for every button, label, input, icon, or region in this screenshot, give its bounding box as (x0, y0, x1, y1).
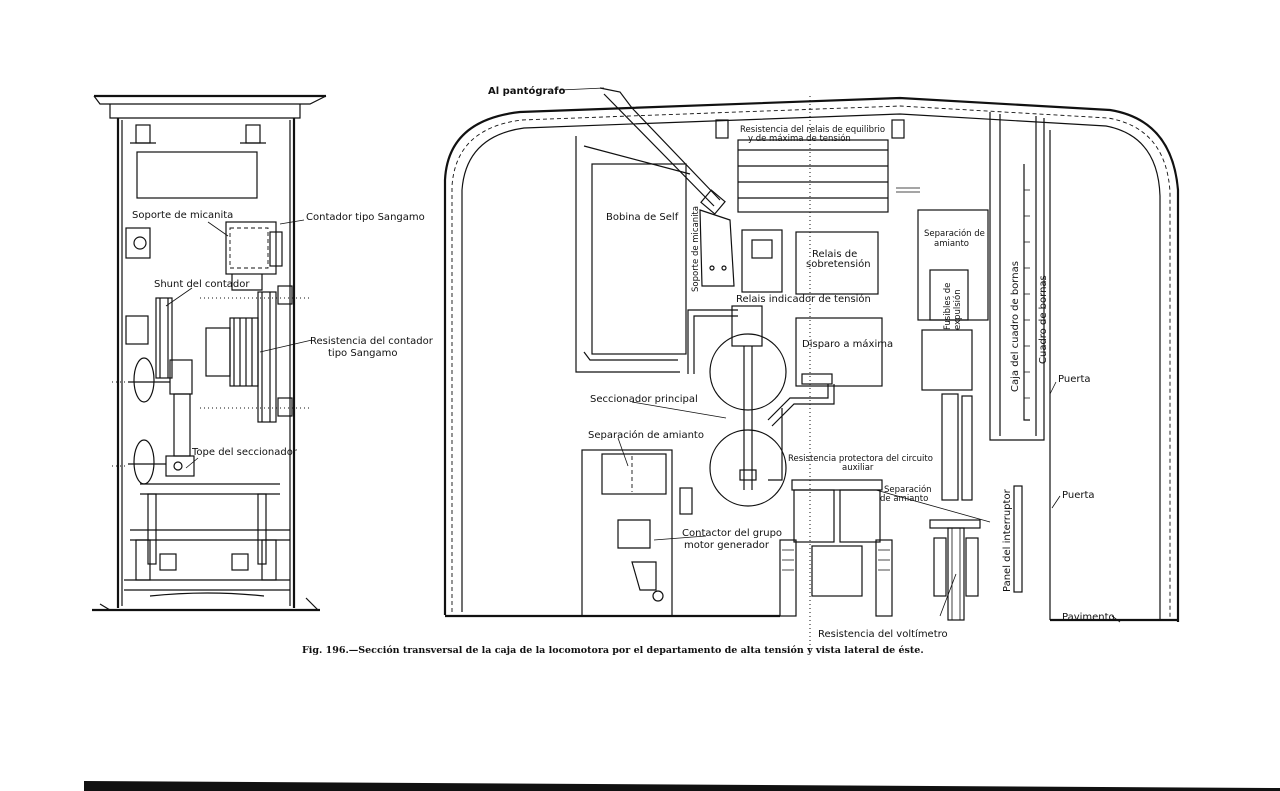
label-separacion-amianto-left: Separación de amianto (588, 429, 704, 441)
label-soporte-micanita-cross: Soporte de micanita (691, 206, 701, 292)
label-puerta-2: Puerta (1062, 490, 1095, 501)
label-separacion-amianto-top-2: amianto (934, 239, 969, 249)
label-res-relais-2: y de máxima de tensión (748, 133, 851, 144)
label-disparo-maxima: Disparo a máxima (802, 338, 893, 350)
label-contador-sangamo: Contador tipo Sangamo (306, 212, 425, 223)
label-caja-cuadro: Caja del cuadro de bornas (1010, 261, 1021, 392)
side-view-drawing (92, 94, 327, 612)
label-panel-interruptor: Panel del interruptor (1002, 488, 1013, 592)
label-seccionador-principal: Seccionador principal (590, 394, 698, 405)
figure-caption: Fig. 196.—Sección transversal de la caja… (302, 645, 924, 656)
label-resistencia-contador-2: tipo Sangamo (328, 348, 398, 359)
label-res-protectora-2: auxiliar (842, 463, 874, 473)
label-fusibles-2: expulsión (952, 289, 963, 330)
label-shunt-contador: Shunt del contador (154, 279, 250, 290)
label-resistencia-contador-1: Resistencia del contador (310, 336, 434, 347)
label-cuadro-bornas: Cuadro de bornas (1038, 275, 1049, 364)
cross-section-drawing (443, 87, 1180, 650)
label-relais-sobre-2: sobretensión (806, 258, 871, 270)
label-fusibles-1: Fusibles de (943, 283, 953, 330)
label-relais-sobre-1: Relais de (812, 249, 857, 260)
label-puerta-1: Puerta (1058, 374, 1091, 385)
label-bobina-self: Bobina de Self (606, 212, 679, 223)
label-separacion-amianto-mid-2: de amianto (880, 494, 928, 504)
label-contactor-1: Contactor del grupo (682, 528, 782, 539)
label-separacion-amianto-top-1: Separación de (924, 228, 985, 239)
label-pavimento: Pavimento (1062, 612, 1115, 623)
label-relais-indicador: Relais indicador de tensión (736, 293, 871, 305)
label-res-voltimetro: Resistencia del voltímetro (818, 628, 948, 640)
label-res-relais-1: Resistencia del relais de equilibrio (740, 125, 885, 135)
label-res-protectora-1: Resistencia protectora del circuito (788, 454, 933, 464)
label-contactor-2: motor generador (684, 540, 770, 551)
label-tope-seccionador: Tope del seccionador (191, 447, 298, 458)
label-soporte-micanita-side: Soporte de micanita (132, 210, 233, 221)
label-al-pantografo: Al pantógrafo (488, 85, 566, 97)
label-separacion-amianto-mid-1: Separación (884, 484, 932, 495)
page-bottom-edge (84, 781, 1280, 791)
